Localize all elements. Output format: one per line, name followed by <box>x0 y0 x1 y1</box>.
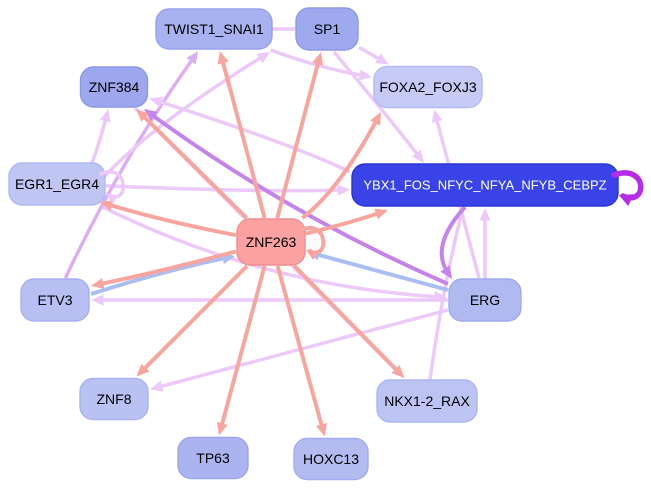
node-FOXA2_FOXJ3[interactable]: FOXA2_FOXJ3 <box>373 65 483 109</box>
node-EGR1_EGR4[interactable]: EGR1_EGR4 <box>8 162 106 206</box>
edge-ZNF263-NKX1-2_RAX-arrowhead <box>391 365 405 378</box>
edge-ZNF263-ETV3-arrowhead <box>91 277 105 289</box>
edge-EGR1_EGR4-YBX1_FOS_NFYC_NFYA_NFYB_CEBPZ <box>105 184 343 193</box>
node-ERG-box[interactable] <box>448 278 522 322</box>
node-HOXC13[interactable]: HOXC13 <box>293 437 369 481</box>
node-ZNF263[interactable]: ZNF263 <box>236 218 306 266</box>
node-ETV3[interactable]: ETV3 <box>20 278 90 322</box>
node-TWIST1_SNAI1-box[interactable] <box>155 8 273 50</box>
edge-ZNF263-YBX1_FOS_NFYC_NFYA_NFYB_CEBPZ-arrowhead <box>374 208 388 220</box>
edge-YBX1_FOS_NFYC_NFYA_NFYB_CEBPZ-ERG-arrowhead <box>440 265 452 279</box>
node-HOXC13-label: HOXC13 <box>303 451 359 467</box>
node-ZNF8-box[interactable] <box>79 377 149 421</box>
edge-SP1-FOXA2_FOXJ3-arrowhead <box>375 53 389 65</box>
node-SP1-box[interactable] <box>295 7 359 51</box>
node-EGR1_EGR4-box[interactable] <box>8 162 106 206</box>
edge-ETV3-ZNF263 <box>90 255 228 296</box>
edge-ZNF263-FOXA2_FOXJ3 <box>301 118 379 220</box>
edge-ZNF263-EGR1_EGR4-arrowhead <box>100 200 114 211</box>
edge-ZNF263-FOXA2_FOXJ3-arrowhead <box>370 112 381 126</box>
edge-ERG-ZNF384 <box>149 112 449 286</box>
edge-NKX1-2_RAX-YBX1_FOS_NFYC_NFYA_NFYB_CEBPZ <box>428 215 463 380</box>
edge-YBX1_FOS_NFYC_NFYA_NFYB_CEBPZ-ZNF384 <box>156 99 351 174</box>
node-ERG[interactable]: ERG <box>448 278 522 322</box>
edge-ERG-ZNF384-arrowhead <box>143 109 158 121</box>
edge-ZNF263-NKX1-2_RAX <box>293 264 401 374</box>
edge-ZNF263-ZNF8 <box>140 264 249 373</box>
edge-ERG-ZNF8 <box>157 308 449 389</box>
edge-SP1-YBX1_FOS_NFYC_NFYA_NFYB_CEBPZ <box>332 50 421 158</box>
edge-ERG-YBX1_FOS_NFYC_NFYA_NFYB_CEBPZ-arrowhead <box>479 208 491 221</box>
node-ERG-label: ERG <box>470 292 500 308</box>
edge-ETV3-TWIST1_SNAI1 <box>63 56 196 279</box>
node-ZNF263-label: ZNF263 <box>246 234 297 250</box>
edge-EGR1_EGR4-TWIST1_SNAI1 <box>103 54 265 178</box>
edge-ZNF263-SP1 <box>275 59 321 219</box>
edge-YBX1_FOS_NFYC_NFYA_NFYB_CEBPZ-YBX1_FOS_NFYC_NFYA_NFYB_CEBPZ-selfloop-arrowhead <box>619 194 634 207</box>
edge-YBX1_FOS_NFYC_NFYA_NFYB_CEBPZ-ERG <box>439 205 467 274</box>
node-EGR1_EGR4-label: EGR1_EGR4 <box>15 176 99 192</box>
node-FOXA2_FOXJ3-box[interactable] <box>373 65 483 109</box>
edge-ZNF263-ZNF384-arrowhead <box>136 109 150 122</box>
edge-ERG-ZNF263 <box>314 251 449 292</box>
node-ETV3-box[interactable] <box>20 278 90 322</box>
edge-ZNF263-EGR1_EGR4 <box>107 202 237 238</box>
edge-ZNF263-TP63 <box>219 265 267 429</box>
edge-ZNF263-HOXC13 <box>275 265 325 430</box>
edge-EGR1_EGR4-EGR1_EGR4-selfloop-arrowhead <box>106 194 119 204</box>
edge-ZNF263-TWIST1_SNAI1 <box>220 58 267 219</box>
node-ZNF8-label: ZNF8 <box>97 391 132 407</box>
node-NKX1-2_RAX-label: NKX1-2_RAX <box>384 393 470 409</box>
edge-ZNF263-TP63-arrowhead <box>216 421 228 436</box>
node-NKX1-2_RAX-box[interactable] <box>376 379 478 423</box>
edge-ERG-ZNF8-arrowhead <box>150 380 164 392</box>
edge-TWIST1_SNAI1-FOXA2_FOXJ3-arrowhead <box>358 69 372 81</box>
edge-ERG-FOXA2_FOXJ3-arrowhead <box>431 109 443 124</box>
node-ETV3-label: ETV3 <box>37 292 72 308</box>
edge-ZNF263-TWIST1_SNAI1-arrowhead <box>217 51 229 65</box>
edge-ZNF263-HOXC13-arrowhead <box>316 422 327 437</box>
node-YBX1_FOS_NFYC_NFYA_NFYB_CEBPZ[interactable]: YBX1_FOS_NFYC_NFYA_NFYB_CEBPZ <box>351 163 619 207</box>
node-ZNF384-box[interactable] <box>79 66 149 108</box>
node-TWIST1_SNAI1-label: TWIST1_SNAI1 <box>164 21 264 37</box>
node-TP63-box[interactable] <box>177 436 249 480</box>
node-TP63-label: TP63 <box>196 450 230 466</box>
node-ZNF263-box[interactable] <box>236 218 306 266</box>
edge-ZNF263-YBX1_FOS_NFYC_NFYA_NFYB_CEBPZ <box>305 210 382 236</box>
edge-SP1-YBX1_FOS_NFYC_NFYA_NFYB_CEBPZ-arrowhead <box>411 149 424 163</box>
node-SP1[interactable]: SP1 <box>295 7 359 51</box>
edge-ZNF263-SP1-arrowhead <box>312 52 324 66</box>
edge-EGR1_EGR4-ZNF384 <box>90 116 108 164</box>
node-TWIST1_SNAI1[interactable]: TWIST1_SNAI1 <box>155 8 273 50</box>
node-NKX1-2_RAX[interactable]: NKX1-2_RAX <box>376 379 478 423</box>
node-TP63[interactable]: TP63 <box>177 436 249 480</box>
node-SP1-label: SP1 <box>314 21 341 37</box>
edge-YBX1_FOS_NFYC_NFYA_NFYB_CEBPZ-ZNF384-arrowhead <box>149 96 164 108</box>
edge-EGR1_EGR4-ZNF384-arrowhead <box>99 109 111 123</box>
edge-ERG-ETV3-arrowhead <box>91 294 104 306</box>
edge-ZNF263-ZNF8-arrowhead <box>136 363 150 377</box>
node-FOXA2_FOXJ3-label: FOXA2_FOXJ3 <box>379 79 476 95</box>
node-ZNF8[interactable]: ZNF8 <box>79 377 149 421</box>
node-YBX1_FOS_NFYC_NFYA_NFYB_CEBPZ-label: YBX1_FOS_NFYC_NFYA_NFYB_CEBPZ <box>363 178 606 193</box>
node-ZNF384-label: ZNF384 <box>89 79 140 95</box>
edges-layer <box>63 23 491 437</box>
node-HOXC13-box[interactable] <box>293 437 369 481</box>
node-ZNF384[interactable]: ZNF384 <box>79 66 149 108</box>
edge-ZNF263-ZNF263-selfloop-arrowhead <box>306 250 319 260</box>
node-YBX1_FOS_NFYC_NFYA_NFYB_CEBPZ-box[interactable] <box>351 163 619 207</box>
edge-EGR1_EGR4-TWIST1_SNAI1-arrowhead <box>256 52 270 64</box>
edge-ZNF263-ETV3 <box>98 249 237 287</box>
edge-EGR1_EGR4-YBX1_FOS_NFYC_NFYA_NFYB_CEBPZ-arrowhead <box>337 184 350 196</box>
edge-ETV3-TWIST1_SNAI1-arrowhead <box>186 51 199 65</box>
edge-ZNF263-ZNF384 <box>140 113 249 220</box>
self-loops-layer <box>99 170 644 260</box>
